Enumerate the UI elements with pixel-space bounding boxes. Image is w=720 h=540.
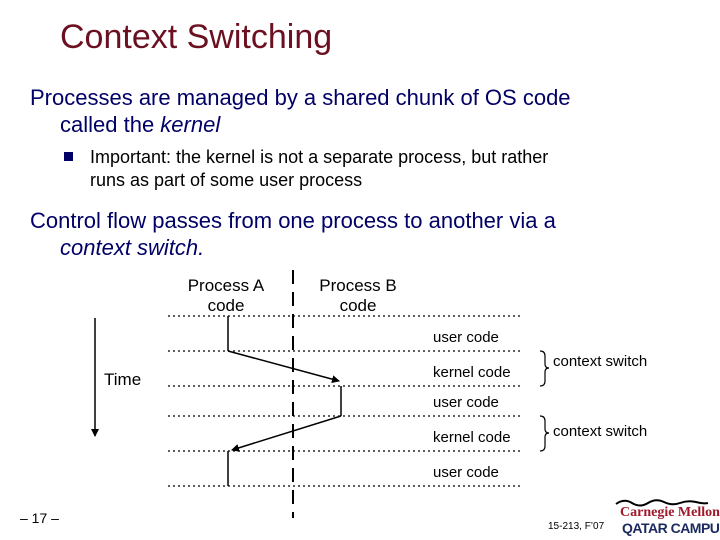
process-a-line1: Process A: [187, 276, 265, 295]
bullet-processes-line2: called the: [60, 112, 161, 137]
row-label-kernel-2: kernel code: [433, 429, 511, 446]
process-a-line2: code: [207, 296, 245, 315]
brace-2: [539, 415, 550, 452]
row-label-user-1: user code: [433, 329, 499, 346]
process-b-line1: Process B: [319, 276, 397, 295]
process-b-label: Process B code: [308, 276, 408, 316]
row-label-kernel-1: kernel code: [433, 364, 511, 381]
arabic-logo-text: [612, 494, 712, 507]
bullet-control-flow: Control flow passes from one process to …: [30, 207, 690, 261]
course-label: 15-213, F’07: [548, 521, 605, 532]
bullet-processes: Processes are managed by a shared chunk …: [30, 84, 690, 138]
bullet-control-flow-line1: Control flow passes from one process to …: [30, 208, 556, 233]
subbullet-line2: runs as part of some user process: [90, 170, 363, 190]
subbullet-marker: [64, 152, 73, 161]
context-switch-term: context switch.: [60, 235, 205, 260]
bullet-processes-line1: Processes are managed by a shared chunk …: [30, 85, 571, 110]
arabic-script-shape: [615, 499, 709, 507]
row-label-user-3: user code: [433, 464, 499, 481]
cmu-logo-line1: Carnegie Mellon: [620, 505, 720, 520]
context-switch-label-2: context switch: [553, 423, 648, 440]
time-label: Time: [104, 370, 142, 389]
timeline-rows: [168, 315, 522, 487]
subbullet-line1: Important: the kernel is not a separate …: [90, 147, 549, 167]
process-a-label: Process A code: [176, 276, 276, 316]
cmu-logo-line2: QATAR CAMPUS: [622, 520, 720, 536]
process-b-line2: code: [339, 296, 377, 315]
subbullet-important: Important: the kernel is not a separate …: [90, 146, 650, 192]
slide-title: Context Switching: [60, 18, 333, 56]
page-number: – 17 –: [20, 510, 59, 526]
brace-1: [539, 350, 550, 387]
kernel-term: kernel: [160, 112, 221, 137]
context-switch-label-1: context switch: [553, 353, 648, 370]
row-label-user-2: user code: [433, 394, 499, 411]
control-flow-path: [227, 316, 342, 486]
